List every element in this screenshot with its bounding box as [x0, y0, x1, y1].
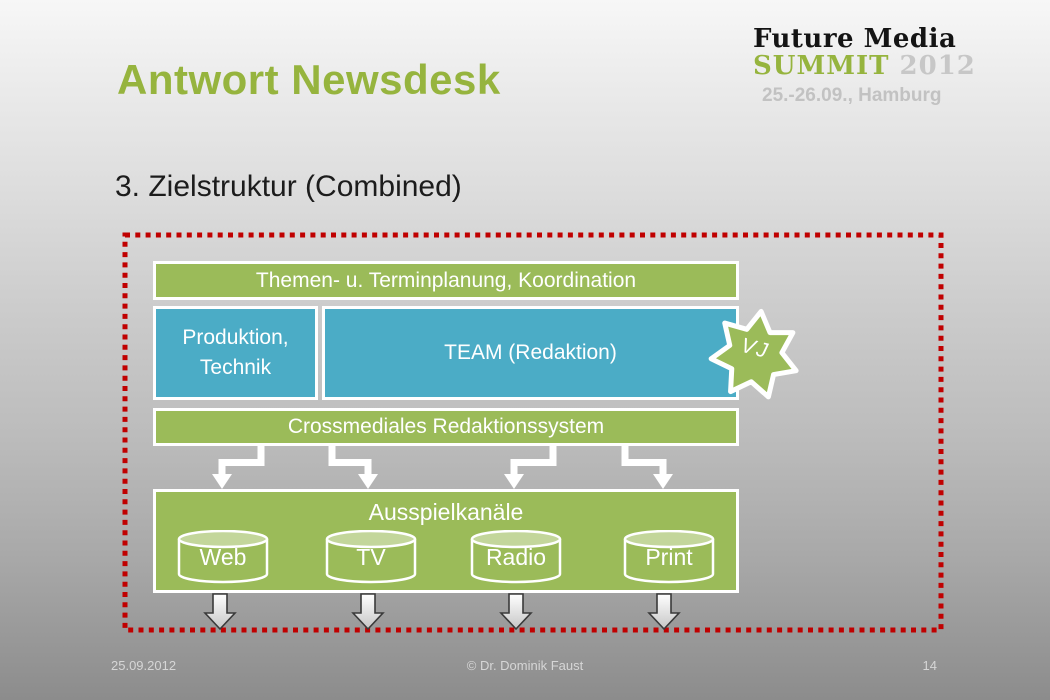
conference-logo: Future Media SUMMIT 2012 25.-26.09., Hamb…	[753, 24, 975, 107]
production-box: Produktion, Technik	[153, 306, 318, 400]
logo-brand-main: SUMMIT	[753, 50, 890, 81]
logo-brand-top: Future Media	[753, 24, 957, 54]
channel-cylinder-tv: TV	[324, 530, 418, 584]
channel-cylinder-print: Print	[622, 530, 716, 584]
elbow-connector-arrowheads	[212, 474, 673, 489]
footer-date: 25.09.2012	[111, 658, 177, 673]
team-box: TEAM (Redaktion)	[322, 306, 739, 400]
channel-label: TV	[356, 544, 386, 570]
channels-box: Ausspielkanäle Web TV Radio Print	[153, 489, 739, 593]
elbow-connector-arrows	[218, 445, 667, 476]
logo-brand-row: SUMMIT 2012	[753, 50, 975, 81]
footer-copyright: © Dr. Dominik Faust	[466, 658, 584, 673]
channel-label: Radio	[485, 544, 547, 570]
production-box-label: Produktion, Technik	[182, 325, 289, 379]
channel-label: Print	[645, 544, 693, 570]
slide-title: Antwort Newsdesk	[117, 56, 501, 103]
channel-cylinder-radio: Radio	[469, 530, 563, 584]
vj-star-badge: VJ	[703, 303, 807, 407]
planning-bar: Themen- u. Terminplanung, Koordination	[153, 261, 739, 300]
system-bar-label: Crossmediales Redaktionssystem	[287, 415, 605, 438]
team-box-label: TEAM (Redaktion)	[444, 341, 617, 364]
planning-bar-label: Themen- u. Terminplanung, Koordination	[255, 268, 637, 292]
channels-box-title: Ausspielkanäle	[368, 499, 524, 525]
channel-label: Web	[199, 544, 247, 570]
system-bar: Crossmediales Redaktionssystem	[153, 408, 739, 446]
down-block-arrow-icons	[203, 593, 681, 631]
logo-brand-year: 2012	[899, 50, 976, 81]
logo-event-info: 25.-26.09., Hamburg	[762, 85, 942, 107]
channel-cylinder-web: Web	[176, 530, 270, 584]
footer-page-number: 14	[922, 658, 937, 673]
slide-subtitle: 3. Zielstruktur (Combined)	[115, 170, 462, 203]
